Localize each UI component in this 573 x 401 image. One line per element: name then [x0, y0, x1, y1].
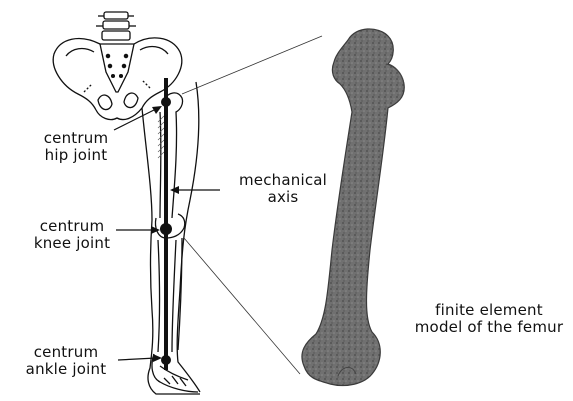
ankle-joint-label: centrum ankle joint: [16, 344, 116, 378]
mechanical-axis-label: mechanical axis: [222, 172, 344, 206]
tibia-outline: [158, 240, 160, 352]
ankle-joint-center-marker: [161, 355, 171, 365]
ankle-label-line2: ankle joint: [16, 361, 116, 378]
axis-label-line1: mechanical: [222, 172, 344, 189]
leg-inner-contour: [142, 108, 200, 394]
right-iliac-wing: [134, 38, 182, 108]
projection-line-top: [182, 36, 322, 94]
femur-finite-element-model: [302, 29, 404, 386]
leg-outer-contour: [177, 82, 200, 392]
hip-joint-center-marker: [161, 97, 171, 107]
leg-outline: [142, 82, 200, 394]
knee-label-line1: centrum: [26, 218, 118, 235]
knee-joint-label: centrum knee joint: [26, 218, 118, 252]
projection-line-bottom: [184, 238, 300, 374]
vertebra: [103, 21, 129, 29]
femur-label-line1: finite element: [408, 302, 570, 319]
knee-joint-center-marker: [160, 223, 172, 235]
femur-model-label: finite element model of the femur: [408, 302, 570, 336]
axis-label-line2: axis: [222, 189, 344, 206]
vertebra: [102, 31, 130, 40]
hip-label-line1: centrum: [34, 130, 118, 147]
vertebra: [104, 12, 128, 19]
ankle-arrowhead: [153, 354, 162, 362]
hip-label-line2: hip joint: [34, 147, 118, 164]
sacrum: [100, 44, 134, 92]
foot-outline: [152, 354, 198, 392]
ankle-label-line1: centrum: [16, 344, 116, 361]
femur-label-line2: model of the femur: [408, 319, 570, 336]
hip-joint-label: centrum hip joint: [34, 130, 118, 164]
knee-label-line2: knee joint: [26, 235, 118, 252]
